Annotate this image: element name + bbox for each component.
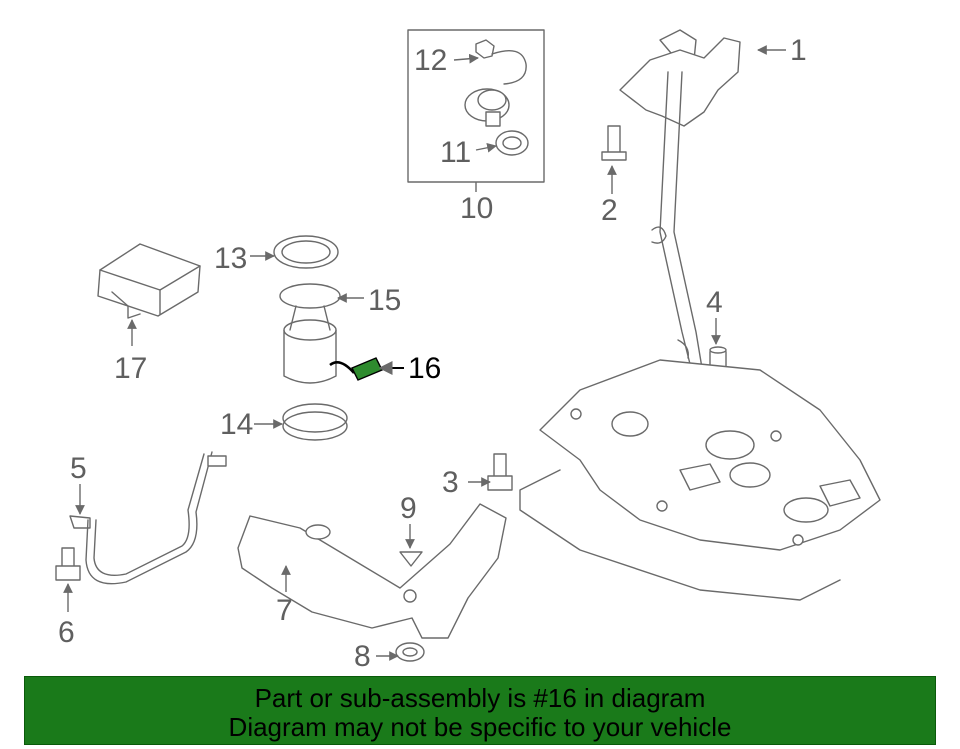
part-2-bolt: [601, 125, 627, 161]
part-7-crossmember: [237, 503, 507, 639]
banner-line-part: Part or sub-assembly is #16 in diagram: [254, 683, 706, 713]
part-6-bolt: [55, 547, 81, 581]
callout-6: 6: [58, 616, 75, 649]
leader-lines: [63, 45, 786, 661]
callout-13: 13: [214, 242, 247, 275]
callout-15: 15: [368, 284, 401, 317]
callout-5: 5: [70, 452, 87, 485]
part-9-clip: [399, 551, 423, 567]
info-banner: Part or sub-assembly is #16 in diagram D…: [24, 676, 936, 745]
parts-diagram: 1 2 3 4 5 6 7 8 9 10 11 12 13 14 15 16 1…: [55, 29, 881, 673]
part-8-nut: [395, 642, 425, 662]
part-10-cap-kit-group: [407, 29, 545, 192]
callout-4: 4: [706, 286, 723, 319]
callout-14: 14: [220, 408, 253, 441]
callout-3: 3: [442, 466, 459, 499]
fuel-tank: [519, 359, 881, 601]
part-14-seal: [282, 403, 348, 441]
part-17-control-module: [97, 243, 201, 319]
callout-17: 17: [114, 352, 147, 385]
callout-12: 12: [414, 44, 447, 77]
callout-10: 10: [460, 192, 493, 225]
callout-2: 2: [601, 194, 618, 227]
part-15-fuel-pump: [279, 283, 341, 384]
callout-7: 7: [276, 594, 293, 627]
banner-line-disclaimer: Diagram may not be specific to your vehi…: [228, 712, 732, 742]
part-1-filler-neck: [619, 29, 741, 373]
part-4-cap: [709, 346, 727, 375]
part-5-lines: [69, 451, 227, 585]
callout-9: 9: [400, 492, 417, 525]
part-16-harness-highlighted: [329, 357, 383, 381]
callout-1: 1: [790, 34, 807, 67]
callout-8: 8: [354, 640, 371, 673]
callout-11: 11: [440, 136, 471, 169]
part-3-bolt: [487, 453, 513, 491]
part-13-lock-ring: [273, 235, 339, 269]
callout-16: 16: [408, 352, 441, 385]
